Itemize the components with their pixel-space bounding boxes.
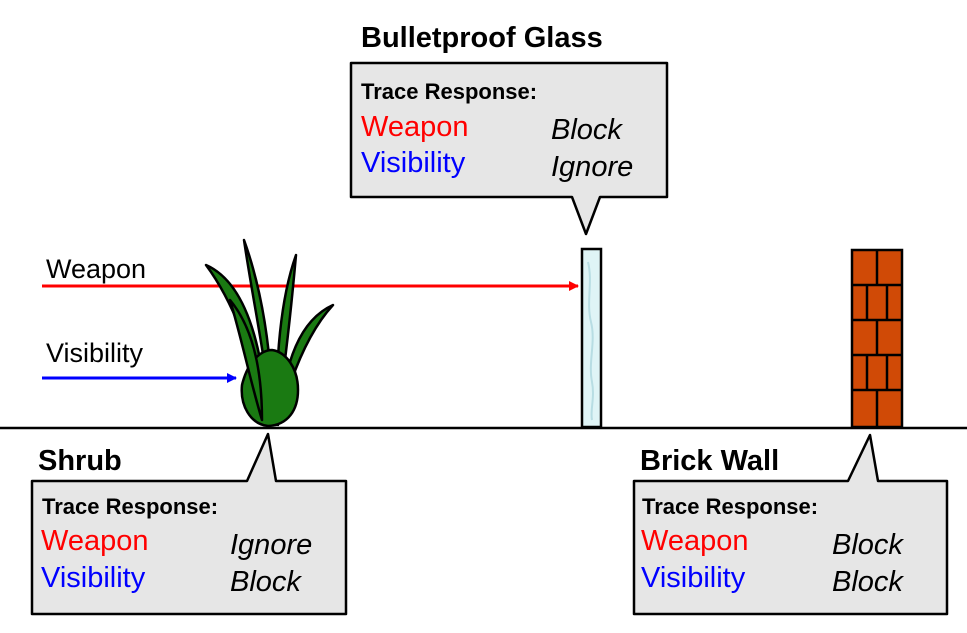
shrub-trace-header: Trace Response: [42,494,218,519]
wall-weapon-response: Block [832,529,904,561]
shrub-icon [204,238,335,428]
visibility-ray-label: Visibility [46,338,144,368]
shrub-weapon-response: Ignore [230,529,312,561]
glass-weapon-response: Block [551,114,623,146]
glass-visibility-label: Visibility [361,147,466,179]
wall-visibility-response: Block [832,566,904,598]
wall-title: Brick Wall [640,445,779,477]
glass-title: Bulletproof Glass [361,22,603,54]
glass-visibility-response: Ignore [551,151,633,183]
brick-wall [850,248,904,429]
shrub-weapon-label: Weapon [41,525,149,557]
glass-trace-header: Trace Response: [361,79,537,104]
shrub-title: Shrub [38,445,122,477]
wall-callout-box [632,433,949,616]
shrub-visibility-response: Block [230,566,302,598]
weapon-ray-label: Weapon [46,254,146,284]
wall-visibility-label: Visibility [641,562,746,594]
glass-pane [580,247,603,429]
wall-weapon-label: Weapon [641,525,749,557]
shrub-visibility-label: Visibility [41,562,146,594]
wall-trace-header: Trace Response: [642,494,818,519]
shrub-callout-box [30,432,348,616]
glass-callout-box [349,61,669,236]
glass-weapon-label: Weapon [361,111,469,143]
